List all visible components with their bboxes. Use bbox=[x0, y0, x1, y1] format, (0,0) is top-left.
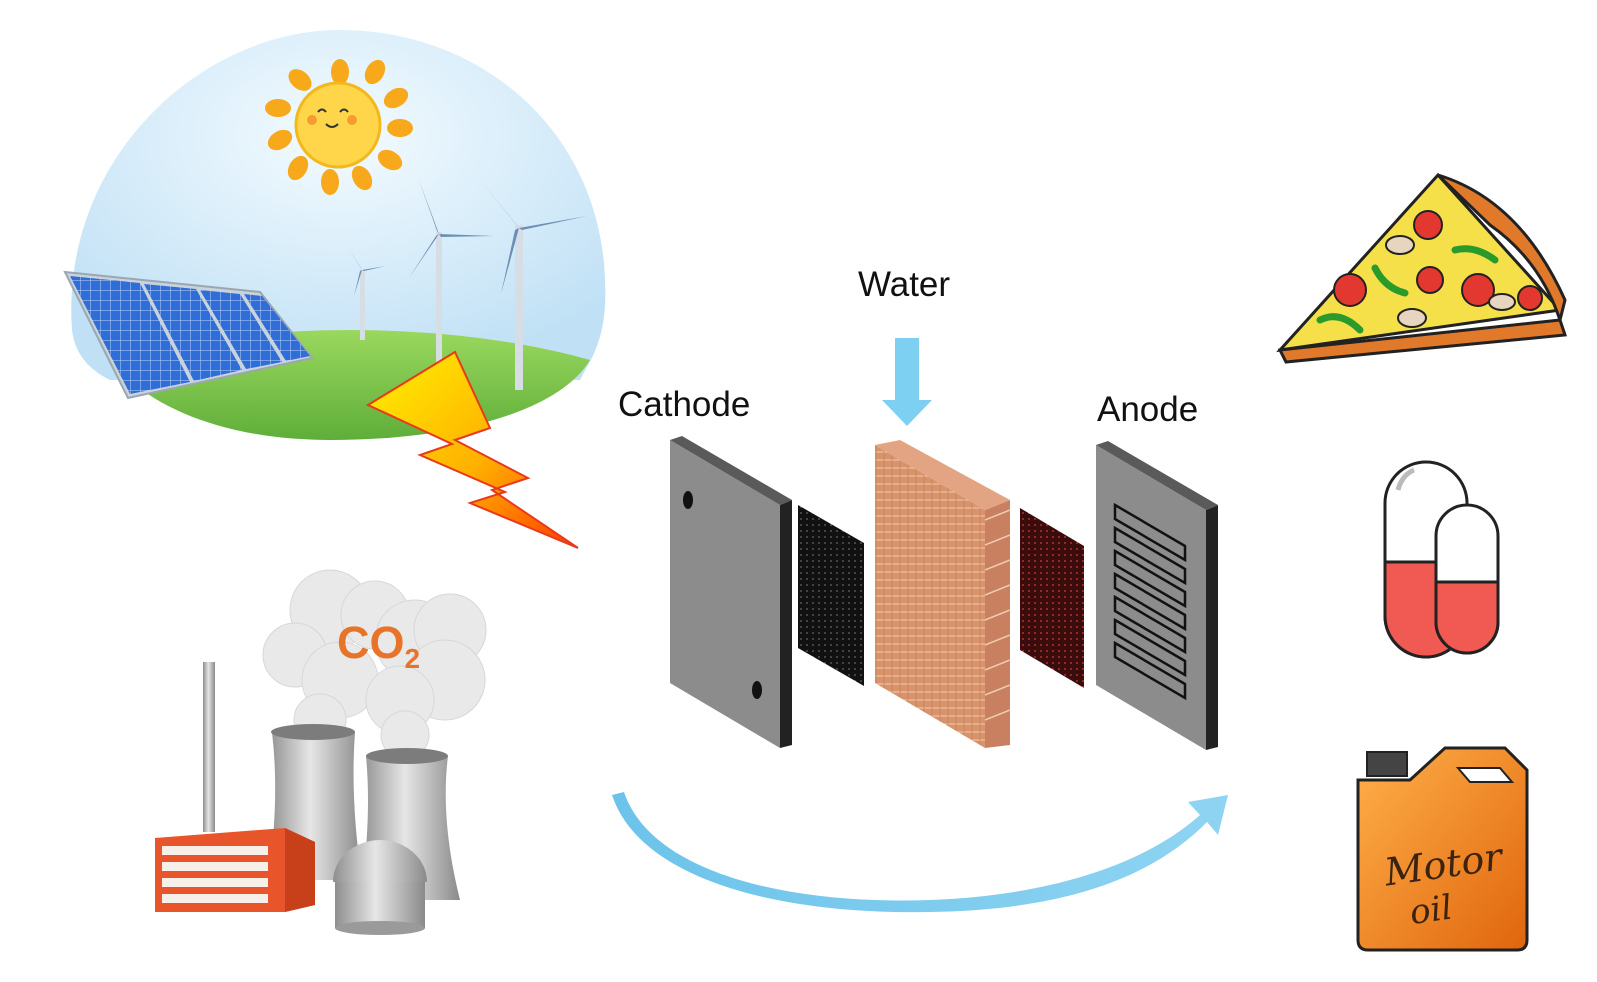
water-label: Water bbox=[858, 265, 951, 304]
co2-label-subscript: 2 bbox=[404, 643, 421, 674]
cathode-plate bbox=[670, 436, 792, 748]
factory-building bbox=[155, 828, 315, 912]
anode-plate bbox=[1096, 441, 1218, 750]
water-inlet-arrow bbox=[882, 338, 932, 426]
motor-oil-can-icon: Motor oil bbox=[1356, 746, 1529, 952]
renewable-energy-scene bbox=[63, 30, 606, 549]
lightning-bolt-icon bbox=[365, 350, 579, 549]
product-flow-arrow bbox=[612, 792, 1228, 913]
anode-label: Anode bbox=[1097, 390, 1199, 429]
oil-label-line2: oil bbox=[1407, 888, 1454, 933]
solar-panel-icon bbox=[63, 270, 314, 400]
anode-catalyst-layer bbox=[1020, 508, 1084, 688]
factory-icon bbox=[155, 569, 487, 935]
co2-label: CO2 bbox=[337, 617, 420, 675]
wind-turbine-icon bbox=[348, 176, 587, 390]
pill-icon bbox=[1383, 460, 1500, 659]
pizza-icon bbox=[1276, 172, 1568, 364]
smoke-cloud-icon bbox=[262, 569, 487, 760]
co2-label-main: CO bbox=[337, 617, 405, 668]
sun-icon bbox=[265, 59, 413, 195]
cathode-label: Cathode bbox=[618, 385, 751, 424]
membrane bbox=[875, 440, 1011, 748]
electrolyzer-stack bbox=[670, 338, 1218, 750]
dome-tank bbox=[333, 840, 427, 935]
cathode-catalyst-layer bbox=[798, 505, 864, 686]
